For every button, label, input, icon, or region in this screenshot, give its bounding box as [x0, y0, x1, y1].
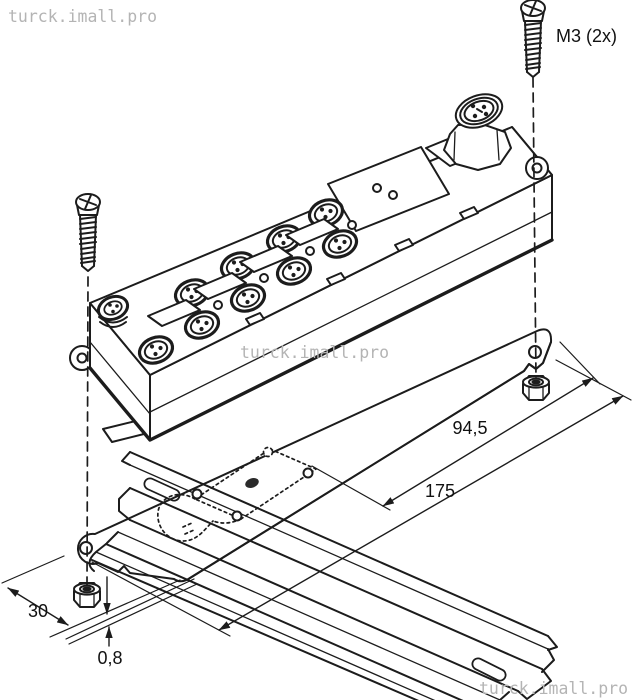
- dimension-0-8: 0,8: [65, 576, 198, 668]
- led-indicator: [213, 300, 223, 310]
- dim-text-0-8: 0,8: [97, 648, 122, 668]
- dimension-30: 30: [1, 555, 181, 638]
- dim-text-175: 175: [425, 481, 455, 501]
- rail-right-end-profile: [499, 635, 558, 700]
- block-dot: [388, 190, 398, 200]
- din-rail: [88, 417, 558, 700]
- screw-spec-label: M3 (2x): [556, 26, 617, 46]
- watermark-bottom-right: turck.imall.pro: [479, 679, 628, 698]
- centerline-right: [532, 77, 537, 379]
- module-ear-left-hole: [76, 352, 88, 364]
- led-indicator: [305, 246, 315, 256]
- plate-outline: [76, 328, 553, 583]
- hex-nut-right: [522, 375, 550, 401]
- hex-nut-left: [73, 582, 101, 608]
- m3-screw-left: [75, 193, 101, 272]
- led-indicator: [347, 220, 357, 230]
- watermark-top-left: turck.imall.pro: [8, 7, 157, 26]
- m3-screw-right: [520, 0, 546, 78]
- io-module: [69, 93, 554, 442]
- hidden-clip-outline: [157, 446, 317, 542]
- rail-slot: [471, 657, 507, 682]
- rail-guide-block: [327, 146, 450, 232]
- led-indicator: [259, 273, 269, 283]
- m12-connector: [443, 93, 512, 171]
- block-dot: [372, 183, 382, 193]
- plate-hole-left: [79, 541, 93, 555]
- m8-end-connector: [96, 294, 130, 328]
- dim-text-94-5: 94,5: [452, 418, 487, 438]
- centerline-left: [86, 276, 89, 586]
- dimension-175: 175: [91, 359, 632, 637]
- watermark-center: turck.imall.pro: [240, 343, 389, 362]
- dim-text-30: 30: [28, 601, 48, 621]
- rail-slot: [143, 477, 181, 502]
